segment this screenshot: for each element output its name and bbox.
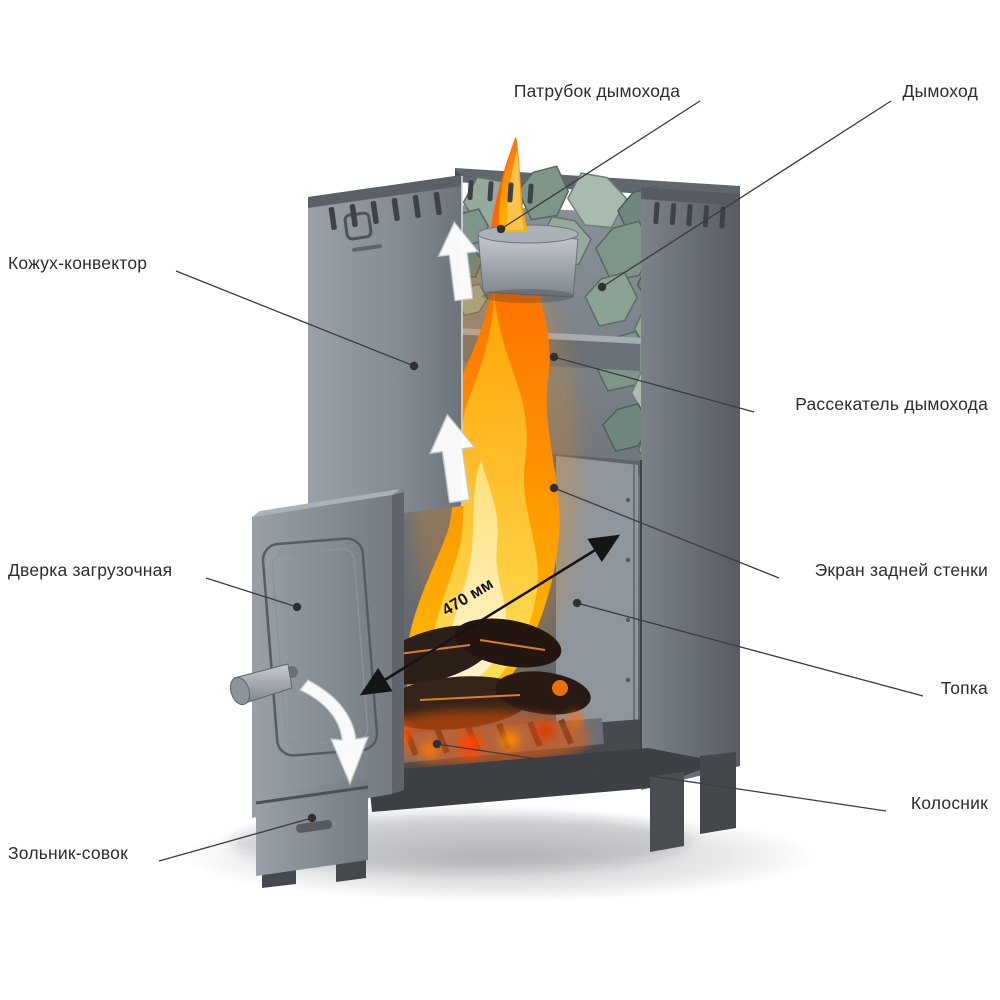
leader-smoke-diffuser: [553, 356, 755, 413]
door-handle: [229, 663, 298, 706]
label-rear-wall-screen: Экран задней стенки: [814, 560, 988, 580]
base-underside: [368, 748, 700, 812]
convector-front-panel: [308, 175, 463, 524]
dot-smoke-diffuser: [549, 352, 559, 362]
leader-firebox: [576, 602, 924, 697]
airflow-arrow-up-2: [429, 413, 476, 504]
label-chimney-pipe: Патрубок дымохода: [513, 81, 681, 101]
leader-loading-door: [205, 577, 298, 608]
dot-rear-wall-screen: [549, 483, 559, 493]
ash-pan-drawer: [255, 779, 369, 876]
airflow-arrow-up-1: [437, 221, 480, 302]
airflow-arrows: [299, 221, 480, 786]
convector-right-panel: [640, 187, 740, 790]
callout-dots: [292, 224, 607, 823]
glowing-coals: [366, 710, 590, 766]
dot-loading-door: [292, 602, 302, 612]
chimney-pipe-part: [477, 224, 579, 303]
label-grate: Колосник: [910, 793, 988, 813]
dot-chimney-pipe: [496, 224, 506, 234]
label-convector-casing: Кожух-конвектор: [8, 253, 148, 273]
label-chimney: Дымоход: [902, 81, 978, 101]
dot-ash-pan: [307, 813, 317, 823]
dot-chimney: [597, 282, 607, 292]
leader-ash-pan: [158, 817, 313, 862]
dot-convector-casing: [409, 361, 419, 371]
legs: [262, 752, 736, 888]
label-firebox: Топка: [940, 678, 988, 698]
dot-grate: [432, 739, 442, 749]
loading-door-box: [229, 489, 404, 818]
label-ash-pan: Зольник-совок: [8, 843, 128, 863]
dimension-arrow: [359, 534, 621, 696]
leader-chimney-pipe: [500, 100, 701, 230]
stove-body: [229, 136, 740, 888]
airflow-arrow-door: [299, 679, 369, 786]
leader-rear-wall-screen: [553, 487, 780, 579]
leader-lines: [158, 100, 924, 862]
leader-convector-casing: [175, 270, 415, 367]
label-smoke-diffuser: Рассекатель дымохода: [795, 394, 988, 414]
label-loading-door: Дверка загрузочная: [8, 560, 173, 580]
dot-firebox: [572, 598, 582, 608]
leader-chimney: [601, 100, 892, 288]
leader-grate: [436, 743, 887, 812]
